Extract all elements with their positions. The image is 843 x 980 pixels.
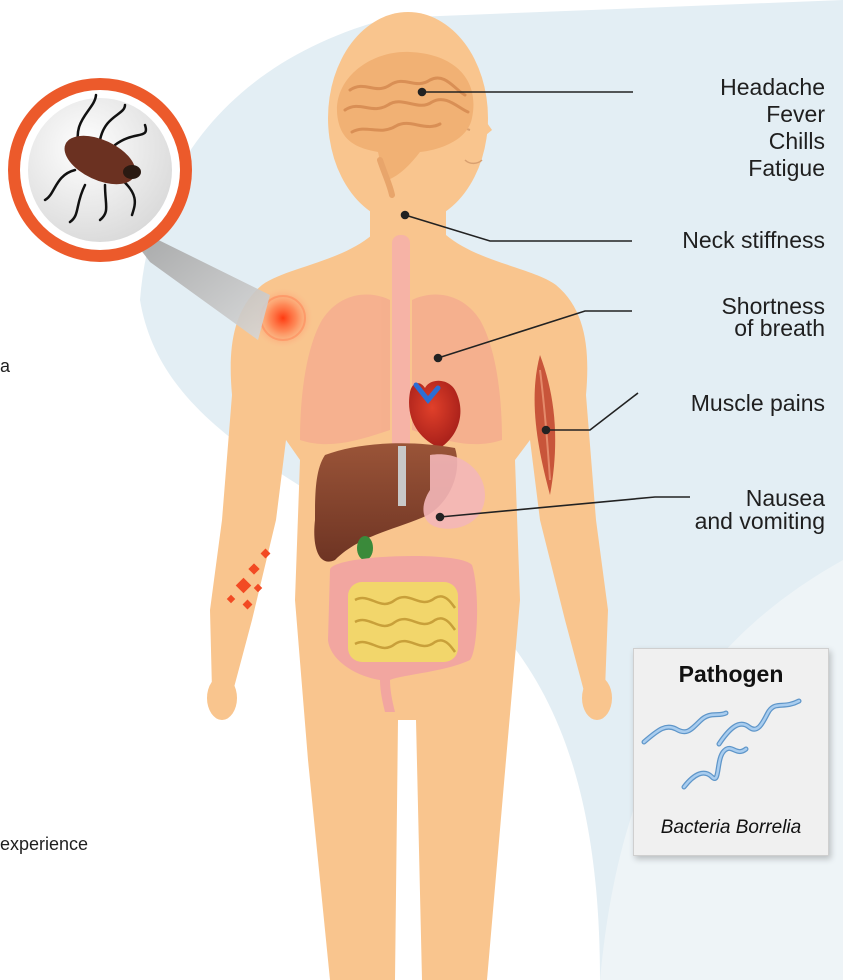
symptom-neck-stiffness: Neck stiffness bbox=[682, 227, 825, 254]
pathogen-box: Pathogen Bacteria Borrelia bbox=[633, 648, 829, 856]
symptoms-head: Headache Fever Chills Fatigue bbox=[720, 74, 825, 182]
esophagus bbox=[392, 235, 410, 450]
symptom-chills: Chills bbox=[720, 128, 825, 155]
symptom-fatigue: Fatigue bbox=[720, 155, 825, 182]
symptom-headache: Headache bbox=[720, 74, 825, 101]
symptoms-breath: Shortness of breath bbox=[721, 293, 825, 342]
cutoff-text-a: a bbox=[0, 356, 10, 377]
symptom-of-breath: of breath bbox=[721, 315, 825, 342]
symptom-vomiting: and vomiting bbox=[695, 508, 825, 535]
cutoff-text-experience: experience bbox=[0, 834, 88, 855]
pathogen-name: Bacteria Borrelia bbox=[634, 817, 828, 839]
symptoms-stomach: Nausea and vomiting bbox=[695, 485, 825, 535]
tick-magnifier bbox=[8, 78, 192, 262]
symptom-fever: Fever bbox=[720, 101, 825, 128]
symptom-muscle-pains: Muscle pains bbox=[691, 390, 825, 417]
